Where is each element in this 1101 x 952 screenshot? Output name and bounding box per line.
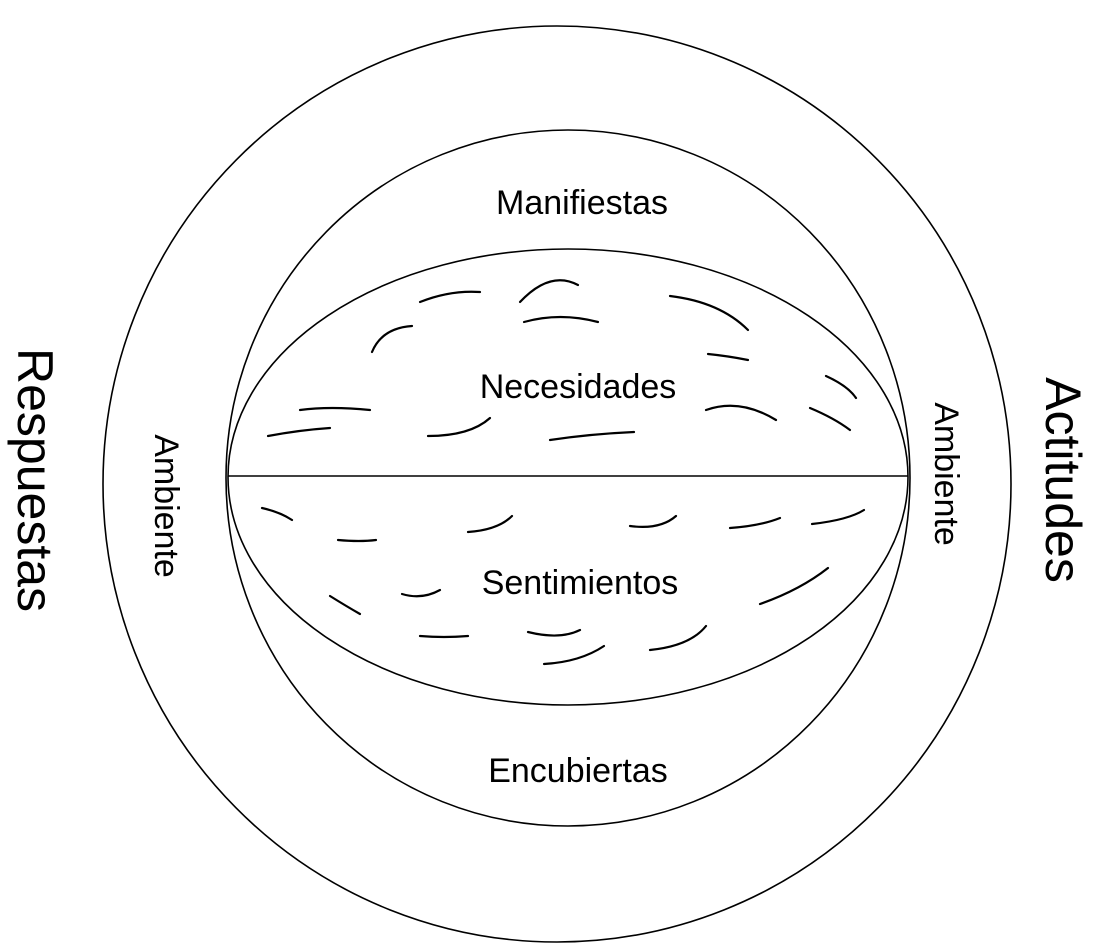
upper-hatch-marks bbox=[266, 279, 858, 442]
upper-half-label: Necesidades bbox=[480, 368, 677, 406]
central-lens bbox=[227, 248, 909, 706]
outer-right-label: Actitudes bbox=[1035, 377, 1091, 583]
right-ring-label: Ambiente bbox=[927, 402, 965, 546]
bottom-label: Encubiertas bbox=[488, 752, 668, 790]
left-ring-label: Ambiente bbox=[147, 434, 185, 578]
lower-hatch-marks bbox=[260, 506, 866, 666]
outer-circle bbox=[102, 25, 1012, 943]
top-label: Manifiestas bbox=[496, 184, 668, 222]
inner-circle bbox=[225, 129, 911, 827]
lower-half-label: Sentimientos bbox=[482, 564, 679, 602]
outer-left-label: Respuestas bbox=[7, 348, 63, 612]
